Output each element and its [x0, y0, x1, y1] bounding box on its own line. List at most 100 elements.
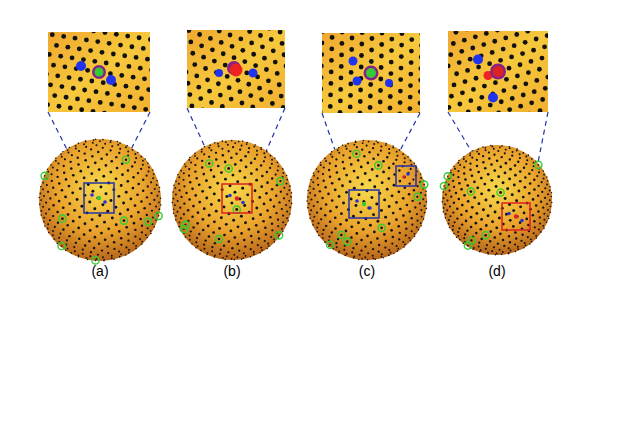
- lattice-dot: [73, 209, 76, 212]
- lattice-dot: [419, 66, 420, 71]
- lattice-dot: [411, 200, 413, 202]
- disclination-ring: [41, 172, 48, 179]
- lattice-dot: [352, 215, 355, 218]
- lattice-dot: [115, 62, 120, 67]
- lattice-dot: [329, 70, 334, 75]
- lattice-dot: [368, 151, 370, 153]
- lattice-dot: [97, 254, 99, 256]
- lattice-dot: [156, 184, 158, 186]
- lattice-dot: [94, 89, 99, 94]
- lattice-dot: [511, 193, 514, 196]
- lattice-dot: [413, 189, 415, 191]
- lattice-dot: [192, 62, 197, 67]
- lattice-dot: [120, 244, 122, 246]
- lattice-dot: [336, 246, 338, 248]
- lattice-dot: [183, 202, 185, 204]
- lattice-dot: [533, 179, 535, 181]
- defect-dot: [364, 66, 379, 81]
- lattice-dot: [338, 99, 343, 104]
- lattice-dot: [246, 142, 248, 144]
- lattice-dot: [360, 33, 365, 35]
- lattice-dot: [516, 150, 518, 152]
- lattice-dot: [316, 201, 318, 203]
- lattice-dot: [317, 177, 319, 179]
- lattice-dot: [453, 202, 455, 204]
- lattice-dot: [261, 175, 264, 178]
- lattice-dot: [460, 90, 465, 95]
- lattice-dot: [525, 245, 527, 247]
- defect-dot: [406, 172, 410, 176]
- lattice-dot: [286, 183, 288, 185]
- lattice-dot: [501, 88, 506, 93]
- lattice-dot: [520, 51, 525, 56]
- lattice-dot: [419, 55, 420, 60]
- lattice-dot: [409, 210, 411, 212]
- lattice-dot: [459, 49, 464, 54]
- lattice-dot: [214, 256, 216, 258]
- lattice-dot: [407, 156, 409, 158]
- lattice-dot: [514, 243, 516, 245]
- lattice-dot: [89, 79, 94, 84]
- lattice-dot: [514, 231, 517, 234]
- lattice-dot: [424, 205, 426, 207]
- lattice-dot: [180, 196, 182, 198]
- lattice-dot: [358, 99, 363, 104]
- disclination-ring: [464, 242, 471, 249]
- lattice-dot: [130, 198, 133, 201]
- lattice-dot: [329, 58, 334, 63]
- lattice-dot: [67, 149, 69, 151]
- lattice-dot: [265, 233, 267, 235]
- lattice-dot: [322, 87, 323, 92]
- lattice-dot: [95, 138, 96, 139]
- lattice-dot: [173, 198, 175, 200]
- disclination-ring: [467, 188, 474, 195]
- lattice-dot: [202, 229, 205, 232]
- lattice-dot: [469, 162, 471, 164]
- lattice-dot: [514, 174, 517, 177]
- lattice-dot: [55, 160, 57, 162]
- lattice-dot: [232, 55, 237, 60]
- lattice-dot: [236, 78, 241, 83]
- lattice-dot: [243, 204, 246, 207]
- defect-dot: [76, 61, 86, 71]
- lattice-dot: [491, 220, 494, 223]
- lattice-dot: [173, 185, 174, 186]
- lattice-dot: [360, 239, 363, 242]
- lattice-dot: [238, 250, 240, 252]
- lattice-dot: [230, 44, 235, 49]
- lattice-dot: [329, 47, 334, 52]
- lattice-dot: [492, 39, 497, 44]
- lattice-dot: [52, 234, 54, 236]
- lattice-dot: [547, 180, 549, 182]
- lattice-dot: [490, 50, 495, 55]
- lattice-dot: [282, 221, 284, 223]
- lattice-dot: [68, 235, 70, 237]
- lattice-dot: [508, 252, 510, 254]
- lattice-dot: [499, 146, 501, 148]
- lattice-dot: [342, 145, 343, 146]
- lattice-dot: [353, 170, 356, 173]
- lattice-dot: [240, 232, 243, 235]
- lattice-dot: [65, 249, 67, 251]
- lattice-dot: [445, 213, 447, 215]
- lattice-dot: [339, 53, 344, 58]
- lattice-dot: [525, 31, 530, 34]
- lattice-dot: [258, 237, 260, 239]
- lattice-dot: [118, 230, 121, 233]
- lattice-dot: [111, 255, 113, 257]
- panel-label: (a): [91, 263, 108, 279]
- lattice-dot: [356, 146, 358, 148]
- lattice-dot: [355, 232, 358, 235]
- lattice-dot: [127, 150, 129, 152]
- lattice-dot: [60, 153, 62, 155]
- lattice-dot: [202, 173, 205, 176]
- lattice-dot: [331, 156, 333, 158]
- disclination-ring: [180, 225, 187, 232]
- lattice-dot: [277, 225, 279, 227]
- lattice-dot: [535, 235, 537, 237]
- lattice-dot: [320, 207, 322, 209]
- lattice-dot: [105, 91, 110, 96]
- disclination-ring: [59, 215, 66, 222]
- lattice-dot: [504, 77, 509, 82]
- lattice-dot: [78, 77, 83, 82]
